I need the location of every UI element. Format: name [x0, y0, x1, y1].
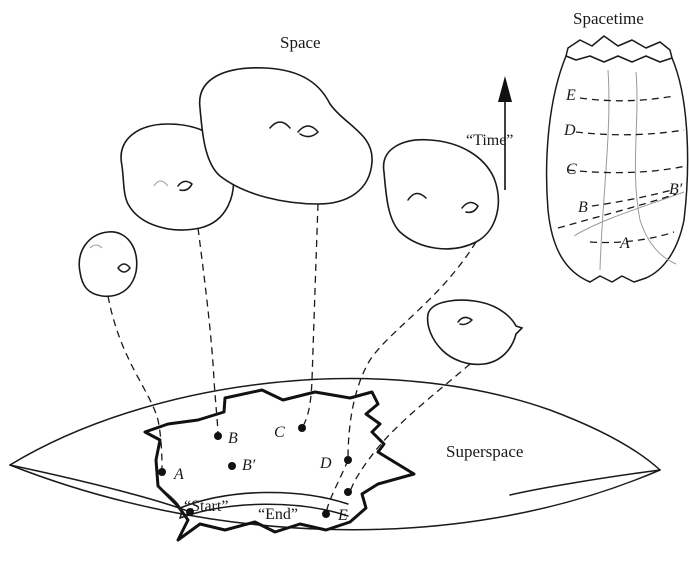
start-dot	[186, 508, 194, 516]
slice-c-label: C	[566, 161, 577, 178]
point-d-label: D	[319, 455, 332, 472]
point-e-dot	[344, 488, 352, 496]
point-a-label: A	[173, 466, 184, 483]
point-a-dot	[158, 468, 166, 476]
spacetime-barrel: E D C B B′ A	[545, 35, 689, 283]
space-label: Space	[280, 33, 321, 52]
connectors	[107, 203, 477, 515]
arrow-up-icon	[498, 76, 512, 102]
point-c-dot	[298, 424, 306, 432]
space-blob-a	[78, 231, 138, 298]
slice-b-label: B	[578, 199, 588, 216]
space-blob-c	[198, 67, 373, 205]
start-label: “Start”	[184, 498, 228, 515]
barrel-left-side	[545, 55, 591, 283]
superspace-points: A B B′ C D E	[158, 424, 352, 524]
point-d-dot	[344, 456, 352, 464]
space-blob-d	[382, 138, 500, 250]
point-c-label: C	[274, 424, 285, 441]
spacetime-label: Spacetime	[573, 9, 644, 28]
slice-a-label: A	[619, 235, 630, 252]
slice-d-label: D	[563, 122, 576, 139]
lens-right-fold	[509, 469, 661, 496]
superspace-label: Superspace	[446, 442, 523, 461]
lens-bottom-edge	[9, 464, 661, 531]
time-label: “Time”	[466, 132, 513, 149]
end-dot	[322, 510, 330, 518]
time-arrow: “Time”	[466, 76, 513, 190]
point-b-prime-label: B′	[242, 457, 256, 474]
slice-e-label: E	[565, 87, 576, 104]
superspace-region	[143, 388, 416, 542]
point-b-label: B	[228, 430, 238, 447]
lens-top-edge	[9, 377, 661, 471]
point-b-prime-dot	[228, 462, 236, 470]
end-label: “End”	[258, 506, 298, 523]
point-b-dot	[214, 432, 222, 440]
superspace-lens	[9, 377, 661, 531]
space-blob-e	[426, 299, 524, 366]
point-e-label: E	[337, 507, 348, 524]
slice-b-prime-label: B′	[669, 181, 683, 198]
barrel-right-side	[645, 57, 689, 279]
